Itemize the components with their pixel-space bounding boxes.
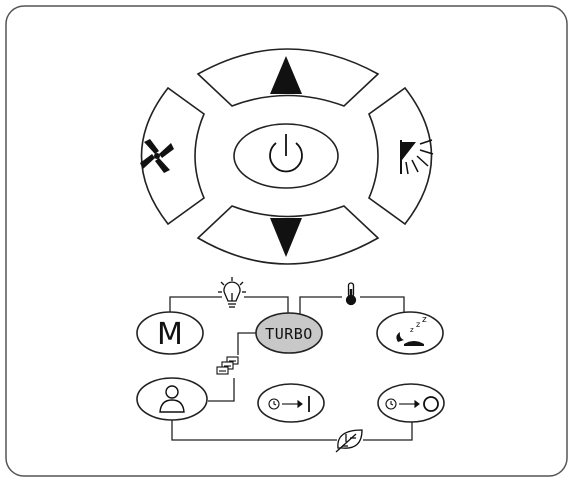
timer-on-icon (268, 396, 310, 412)
fan-icon (140, 139, 174, 173)
swing-button[interactable] (368, 86, 434, 226)
up-button[interactable] (196, 48, 380, 107)
thermometer-icon (345, 282, 357, 306)
follow-me-button[interactable] (136, 377, 208, 421)
turbo-button[interactable]: TURBO (255, 312, 323, 354)
power-button[interactable] (233, 123, 339, 189)
timer-off-icon (385, 396, 439, 412)
sleep-button[interactable]: z z z (376, 311, 444, 355)
sleep-icon: z z z (396, 315, 427, 346)
person-icon (159, 385, 185, 413)
fan-speed-button[interactable] (140, 86, 205, 226)
swing-icon (400, 139, 434, 175)
triangle-up-icon (270, 56, 302, 94)
svg-text:z: z (422, 315, 427, 325)
self-clean-icon (216, 356, 239, 375)
connector-lines (169, 296, 413, 441)
leaf-icon (335, 429, 363, 453)
mode-button[interactable]: M (136, 311, 204, 355)
light-bulb-icon (218, 277, 246, 308)
svg-text:z: z (410, 326, 414, 334)
timer-on-button[interactable] (257, 383, 325, 423)
svg-text:z: z (416, 320, 420, 329)
turbo-button-label: TURBO (265, 325, 313, 343)
triangle-down-icon (270, 218, 302, 257)
mode-button-label: M (157, 317, 183, 352)
timer-off-button[interactable] (377, 383, 445, 423)
down-button[interactable] (196, 205, 380, 265)
power-icon (269, 134, 303, 173)
